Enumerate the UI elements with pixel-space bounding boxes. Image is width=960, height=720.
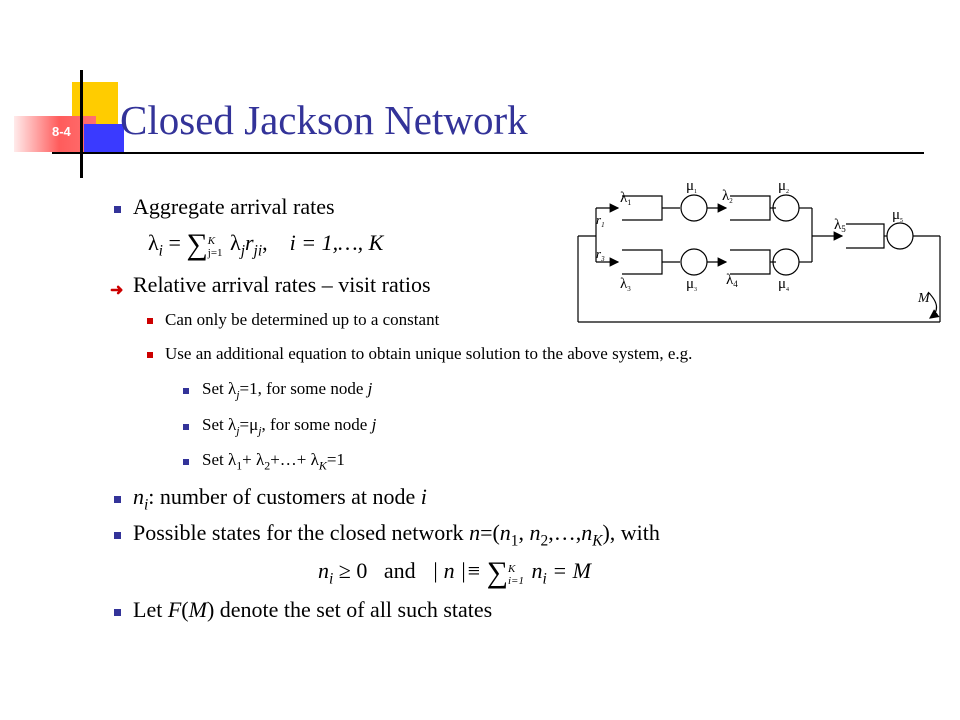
bullet-square-icon (183, 459, 189, 465)
label-r3: r3 (596, 246, 605, 263)
eq1-equals: = (168, 230, 181, 255)
server-3 (680, 248, 708, 276)
eq2-geq: ≥ 0 (338, 558, 368, 583)
bullet-square-icon (114, 206, 121, 213)
label-M: M (917, 291, 931, 306)
bullet-square-icon (147, 352, 153, 358)
eq1-comma: , (262, 230, 268, 255)
sum-icon: ∑ (486, 556, 508, 589)
server-1 (680, 194, 708, 222)
title-decoration-blue (84, 124, 124, 154)
label-mu5: μ5 (892, 207, 903, 224)
eq2-rhs: = M (552, 558, 591, 583)
server-4 (772, 248, 800, 276)
bullet-set-lambda-sum: Set λ1+ λ2+…+ λK=1 (202, 450, 345, 473)
bullet-relative: Relative arrival rates – visit ratios (133, 272, 431, 297)
label-mu1: μ1 (686, 178, 697, 195)
bullet-aggregate: Aggregate arrival rates (133, 194, 335, 219)
label-mu3: μ3 (686, 276, 697, 293)
label-lambda2: λ2 (722, 188, 733, 205)
label-lambda4: λ4 (726, 272, 738, 289)
label-lambda5: λ5 (834, 217, 846, 234)
eq1-lhs: λi (148, 230, 163, 260)
bullet-constant: Can only be determined up to a constant (165, 310, 440, 329)
label-mu4: μ4 (778, 276, 789, 293)
slide-title: Closed Jackson Network (120, 97, 528, 143)
queue-4 (730, 249, 771, 275)
eq1-term: λjrji (230, 230, 263, 260)
label-lambda1: λ1 (620, 190, 631, 207)
eq2-abs: | n |≡ (432, 558, 482, 583)
server-2 (772, 194, 800, 222)
server-5 (886, 222, 914, 250)
title-decoration-vertical-line (80, 70, 83, 178)
bullet-set-lambda-one: Set λj=1, for some node j (202, 379, 373, 402)
circulation-arrow-icon (927, 291, 940, 319)
bullet-square-icon (114, 532, 121, 539)
bullet-square-icon (147, 318, 153, 324)
label-lambda3: λ3 (620, 276, 631, 293)
sum-icon: ∑ (186, 228, 208, 261)
label-mu2: μ2 (778, 178, 789, 195)
queue-2 (730, 195, 771, 221)
label-r1: r1 (596, 212, 605, 229)
queue-3 (622, 249, 663, 275)
bullet-square-icon (183, 424, 189, 430)
slide-number: 8-4 (52, 124, 71, 139)
bullet-states: Possible states for the closed network n… (133, 520, 660, 550)
bullet-letF: Let F(M) denote the set of all such stat… (133, 597, 493, 622)
bullet-square-icon (114, 609, 121, 616)
eq1-range: i = 1,…, K (289, 230, 384, 255)
bullet-square-icon (183, 388, 189, 394)
arrow-bullet-icon: ➜ (110, 282, 124, 299)
bullet-additional: Use an additional equation to obtain uni… (165, 344, 693, 363)
bullet-set-lambda-mu: Set λj=μj, for some node j (202, 415, 377, 438)
eq2-and: and (383, 558, 416, 583)
bullet-square-icon (114, 496, 121, 503)
bullet-ni: ni: number of customers at node i (133, 484, 427, 514)
title-underline (52, 152, 924, 154)
queue-5 (846, 223, 885, 249)
